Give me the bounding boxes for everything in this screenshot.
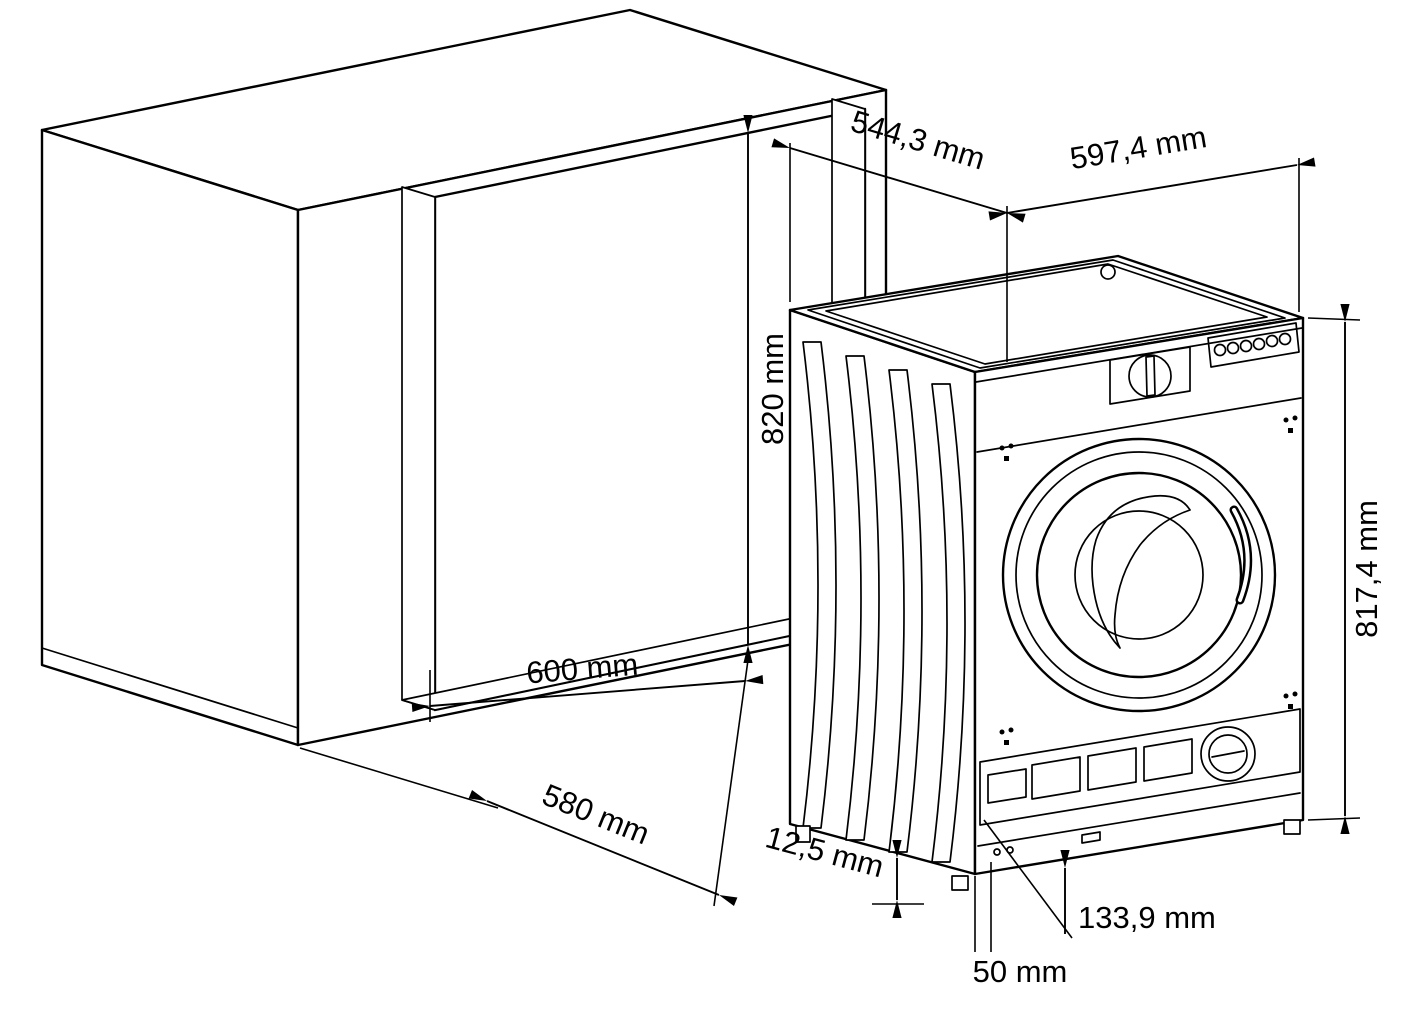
- screw-marks: [999, 415, 1298, 745]
- foot: [1283, 819, 1301, 835]
- door-inner-rim: [1035, 471, 1243, 679]
- dimension-label-plinth-height: 133,9 mm: [1078, 900, 1216, 935]
- kick-detail: [993, 848, 1001, 856]
- service-panel-frame: [979, 708, 1301, 826]
- button-panel: [1207, 322, 1300, 368]
- knob-pointer: [1145, 355, 1156, 397]
- dimension-plinth-height: 133,9 mm: [983, 819, 1216, 939]
- dimension-label-machine-height: 817,4 mm: [1349, 500, 1384, 638]
- dimension-niche-height: 820 mm: [743, 115, 790, 663]
- vent-slot: [802, 341, 837, 829]
- foot: [795, 825, 811, 843]
- pump-filter-inner: [1208, 734, 1248, 774]
- vent-slots: [802, 341, 966, 863]
- door-outer-ring: [1001, 437, 1277, 713]
- control-panel: [975, 322, 1303, 453]
- machine-feet: [795, 819, 1301, 891]
- dimension-front-clearance: 50 mm: [973, 862, 1068, 989]
- panel-buttons: [1213, 332, 1292, 357]
- vent-slot: [888, 369, 923, 853]
- panel-bottom-line: [976, 397, 1302, 453]
- service-slot: [987, 768, 1027, 804]
- cabinet-front-face: [40, 128, 300, 747]
- glass-reflection: [1091, 494, 1191, 649]
- service-slot: [1087, 747, 1137, 791]
- service-panel: [977, 708, 1301, 856]
- top-hole: [1100, 264, 1116, 280]
- dimension-label-niche-height: 820 mm: [755, 333, 790, 445]
- door-assembly: [1001, 437, 1277, 713]
- cabinet-plinth-line: [41, 647, 299, 729]
- pump-filter-slot: [1211, 750, 1245, 758]
- drain-clip: [1081, 831, 1101, 844]
- top-recess: [807, 259, 1286, 369]
- door-glass: [1074, 510, 1204, 640]
- niche-front-wall: [401, 186, 436, 711]
- foot: [951, 875, 969, 891]
- pump-filter-cap: [1200, 726, 1256, 782]
- dimension-label-machine-width: 597,4 mm: [1067, 119, 1209, 176]
- dimension-label-cabinet-depth: 580 mm: [537, 777, 654, 851]
- program-knob: [1128, 354, 1172, 398]
- door-handle-hollow: [1232, 508, 1250, 602]
- door-ring-2: [1015, 451, 1263, 699]
- cabinet-drawing: [40, 8, 888, 747]
- vent-slot: [845, 355, 880, 841]
- vent-slot: [931, 383, 966, 863]
- dimensions: 544,3 mm 597,4 mm 820 mm 817,4 mm 600 mm: [299, 103, 1384, 989]
- kick-strip-line: [977, 792, 1301, 847]
- service-slot: [1143, 738, 1193, 782]
- dimension-machine-height: 817,4 mm: [1307, 304, 1384, 834]
- service-slot: [1031, 756, 1081, 800]
- dimension-cabinet-depth: 580 mm: [299, 747, 738, 907]
- washing-machine-drawing: [788, 254, 1305, 891]
- dimension-label-front-clearance: 50 mm: [973, 954, 1068, 989]
